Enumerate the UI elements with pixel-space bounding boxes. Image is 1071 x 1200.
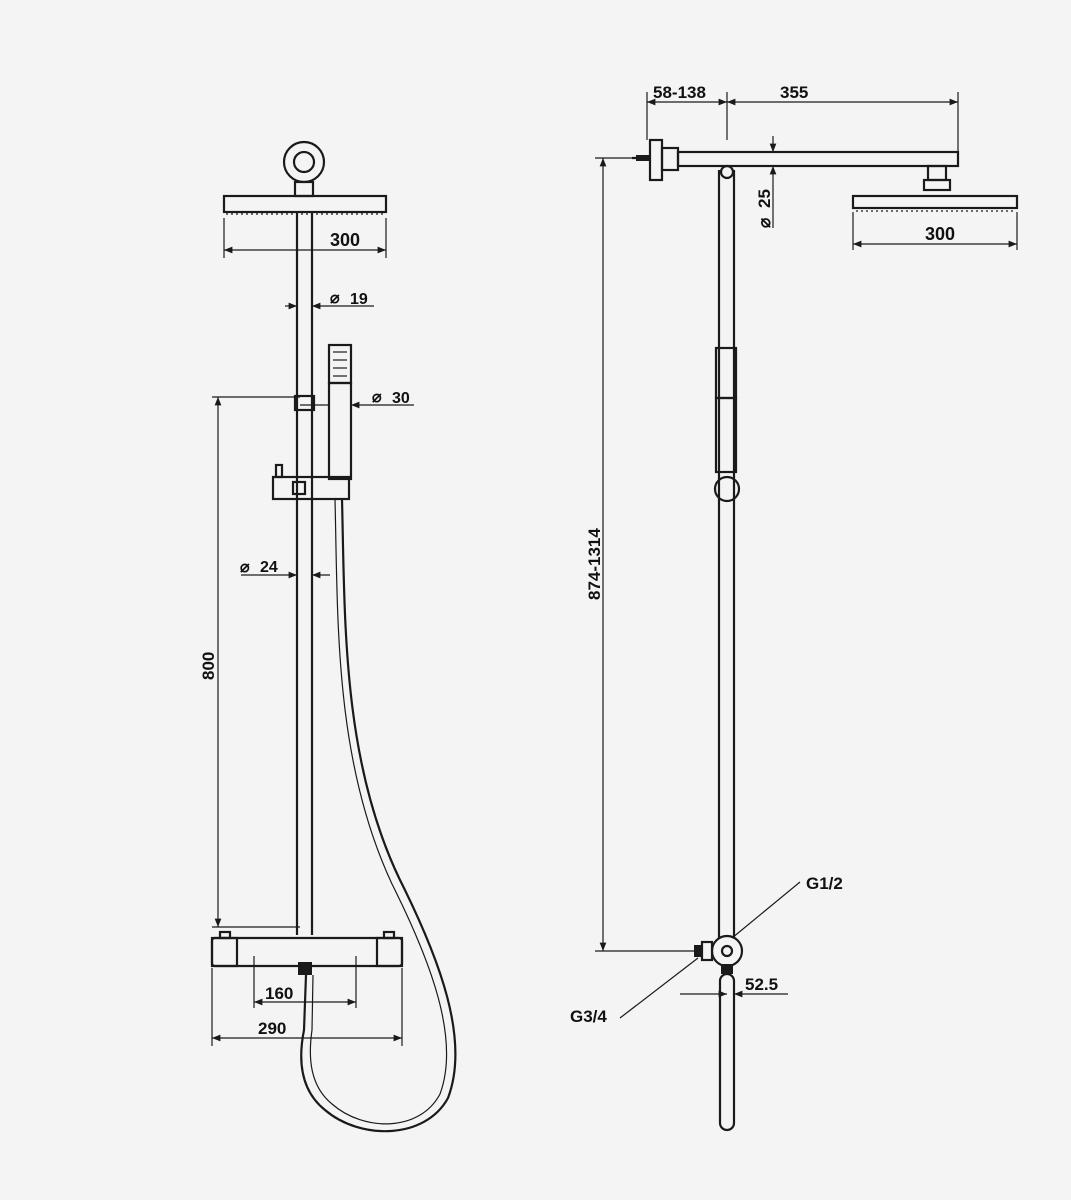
body-width-label: 290 bbox=[258, 1019, 286, 1038]
shower-head bbox=[222, 194, 388, 215]
side-shower-head bbox=[851, 164, 1019, 212]
rod-diameter-label: 19 bbox=[350, 291, 368, 308]
svg-text:⌀: ⌀ bbox=[240, 559, 250, 576]
outlet-offset-label: 52.5 bbox=[745, 975, 778, 994]
slider-bracket bbox=[271, 394, 351, 501]
center-distance-label: 160 bbox=[265, 984, 293, 1003]
diameter-symbol: ⌀ bbox=[330, 290, 340, 307]
shower-hose bbox=[300, 498, 457, 1133]
thermostatic-valve-body bbox=[210, 930, 404, 975]
pipe-diameter-label: 24 bbox=[260, 559, 278, 576]
hand-shower bbox=[327, 343, 353, 481]
inlet-top-label: G1/2 bbox=[806, 874, 843, 893]
arm-diameter-label: 25 bbox=[755, 189, 774, 208]
svg-text:⌀: ⌀ bbox=[755, 217, 774, 228]
total-height-label: 874-1314 bbox=[585, 528, 604, 600]
svg-text:⌀: ⌀ bbox=[372, 389, 382, 406]
arm-length-label: 355 bbox=[780, 83, 808, 102]
head-width-label: 300 bbox=[330, 230, 360, 250]
ceiling-bracket bbox=[282, 140, 326, 198]
front-view: 300 ⌀ 19 ⌀ 30 bbox=[199, 140, 457, 1133]
height-label: 800 bbox=[199, 652, 218, 680]
shower-arm bbox=[632, 138, 960, 182]
shower-rod bbox=[295, 212, 314, 935]
hand-shower-diameter-label: 30 bbox=[392, 390, 410, 407]
inlet-bottom-label: G3/4 bbox=[570, 1007, 607, 1026]
side-head-width-label: 300 bbox=[925, 224, 955, 244]
side-view: 58-138 355 ⌀ 25 300 bbox=[570, 83, 1019, 1132]
side-valve bbox=[694, 934, 744, 1132]
wall-offset-label: 58-138 bbox=[653, 83, 706, 102]
side-shower-rod bbox=[713, 164, 741, 938]
